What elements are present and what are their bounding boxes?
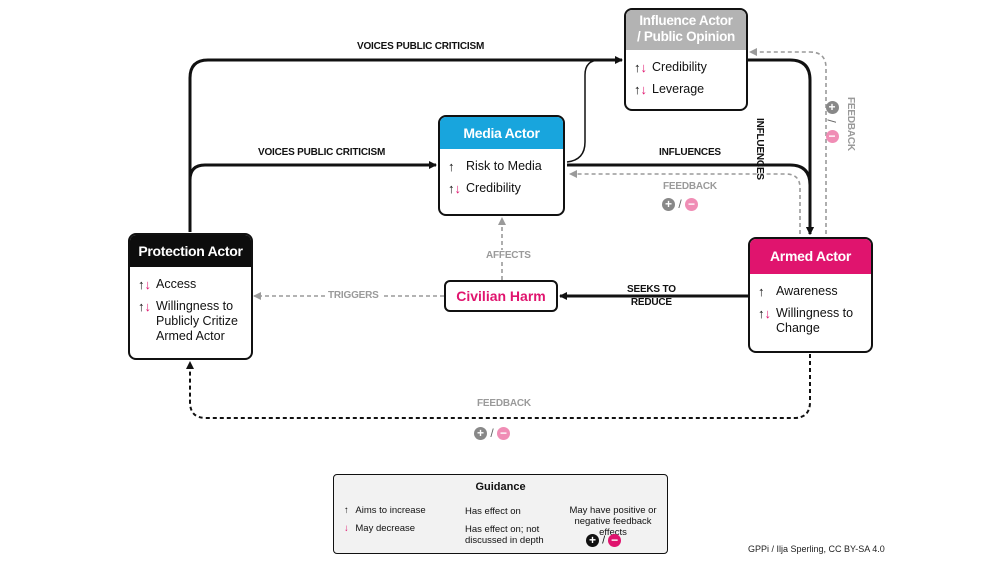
label-seeks-reduce: SEEKS TO REDUCE bbox=[627, 283, 676, 309]
increase-icon: ↑ bbox=[344, 505, 349, 516]
item-label: Credibility bbox=[466, 181, 521, 195]
node-armed-title: Armed Actor bbox=[750, 239, 871, 274]
edge-feedback-right bbox=[749, 48, 827, 234]
increase-icon: ↑ bbox=[448, 159, 455, 174]
plus-icon: + bbox=[474, 427, 487, 441]
edge-influences-vert bbox=[746, 58, 814, 235]
label-seeks-line2: REDUCE bbox=[630, 297, 672, 308]
increase-decrease-icon: ↑↓ bbox=[634, 82, 647, 97]
minus-icon: − bbox=[497, 427, 511, 441]
minus-icon: − bbox=[825, 129, 839, 143]
slash-separator: / bbox=[825, 119, 839, 123]
item-label: Leverage bbox=[652, 82, 705, 96]
plus-icon: + bbox=[586, 534, 599, 547]
node-harm-title: Civilian Harm bbox=[456, 288, 546, 304]
edge-feedback-mid bbox=[569, 170, 801, 234]
minus-icon: − bbox=[608, 534, 622, 547]
node-media-actor: Media Actor ↑ Risk to Media ↑↓ Credibility bbox=[438, 115, 565, 216]
credit-text: GPPi / Ilja Sperling, CC BY-SA 4.0 bbox=[748, 544, 885, 554]
legend-title: Guidance bbox=[475, 481, 526, 493]
increase-icon: ↑ bbox=[758, 284, 765, 299]
legend-has-effect: Has effect on bbox=[465, 506, 521, 517]
legend-decrease-label: May decrease bbox=[355, 523, 416, 534]
feedback-bottom-icons: + / − bbox=[474, 426, 511, 441]
node-civilian-harm: Civilian Harm bbox=[444, 280, 558, 312]
list-item: ↑↓ Willingness to Publicly Critize Armed … bbox=[138, 299, 243, 344]
node-protection-items: ↑↓ Access ↑↓ Willingness to Publicly Criti… bbox=[130, 267, 251, 357]
node-armed-actor: Armed Actor ↑ Awareness ↑↓ Willingness to … bbox=[748, 237, 873, 353]
legend-feedback-note: May have positive or negative feedback e… bbox=[569, 505, 657, 538]
minus-icon: − bbox=[685, 198, 699, 212]
increase-decrease-icon: ↑↓ bbox=[448, 181, 461, 196]
legend-feedback-icons: + / − bbox=[586, 534, 622, 547]
feedback-right-icons: + / − bbox=[824, 100, 840, 143]
edge-media-influence bbox=[566, 59, 622, 163]
node-influence-actor: Influence Actor / Public Opinion ↑↓ Credi… bbox=[624, 8, 748, 111]
label-affects: AFFECTS bbox=[484, 250, 533, 261]
label-influences-vert: INFLUENCES bbox=[754, 118, 765, 180]
slash-separator: / bbox=[602, 534, 609, 547]
item-label: Willingness to Change bbox=[776, 306, 854, 335]
increase-decrease-icon: ↑↓ bbox=[758, 306, 771, 321]
item-label: Risk to Media bbox=[466, 159, 542, 173]
label-triggers: TRIGGERS bbox=[325, 290, 382, 301]
list-item: ↑↓ Willingness to Change bbox=[758, 306, 863, 336]
node-protection-title: Protection Actor bbox=[130, 235, 251, 267]
list-item: ↑↓ Access bbox=[138, 277, 243, 292]
node-armed-items: ↑ Awareness ↑↓ Willingness to Change bbox=[750, 274, 871, 349]
node-protection-actor: Protection Actor ↑↓ Access ↑↓ Willingness … bbox=[128, 233, 253, 360]
item-label: Access bbox=[156, 277, 197, 291]
node-media-title: Media Actor bbox=[440, 117, 563, 149]
feedback-mid-icons: + / − bbox=[662, 197, 699, 212]
plus-icon: + bbox=[662, 198, 675, 212]
label-influences-mid: INFLUENCES bbox=[659, 147, 721, 158]
list-item: ↑↓ Leverage bbox=[634, 82, 738, 97]
node-influence-items: ↑↓ Credibility ↑↓ Leverage bbox=[626, 50, 746, 109]
legend-aims: ↑ Aims to increase bbox=[344, 505, 426, 516]
edge-feedback-bottom bbox=[186, 354, 811, 419]
slash-separator: / bbox=[490, 426, 498, 440]
item-label: Awareness bbox=[776, 284, 838, 298]
legend-guidance: Guidance ↑ Aims to increase ↓ May decrea… bbox=[333, 474, 668, 554]
list-item: ↑ Risk to Media bbox=[448, 159, 555, 174]
increase-decrease-icon: ↑↓ bbox=[138, 277, 151, 292]
item-label: Willingness to Publicly Critize Armed Ac… bbox=[156, 299, 238, 343]
label-seeks-line1: SEEKS TO bbox=[627, 284, 676, 295]
node-influence-title: Influence Actor / Public Opinion bbox=[626, 10, 746, 50]
node-media-items: ↑ Risk to Media ↑↓ Credibility bbox=[440, 149, 563, 209]
label-voices-top: VOICES PUBLIC CRITICISM bbox=[357, 41, 485, 52]
label-feedback-bottom: FEEDBACK bbox=[477, 398, 531, 409]
list-item: ↑↓ Credibility bbox=[448, 181, 555, 196]
label-feedback-mid: FEEDBACK bbox=[663, 181, 717, 192]
plus-icon: + bbox=[825, 101, 839, 115]
legend-has-effect-dashed: Has effect on; not discussed in depth bbox=[465, 524, 544, 546]
legend-aims-label: Aims to increase bbox=[355, 505, 426, 516]
edge-voices-mid bbox=[188, 161, 437, 200]
slash-separator: / bbox=[678, 197, 686, 211]
label-voices-mid: VOICES PUBLIC CRITICISM bbox=[258, 147, 386, 158]
item-label: Credibility bbox=[652, 60, 707, 74]
label-feedback-right: FEEDBACK bbox=[845, 97, 856, 151]
list-item: ↑↓ Credibility bbox=[634, 60, 738, 75]
increase-decrease-icon: ↑↓ bbox=[634, 60, 647, 75]
decrease-icon: ↓ bbox=[344, 523, 349, 534]
legend-decrease: ↓ May decrease bbox=[344, 523, 415, 534]
list-item: ↑ Awareness bbox=[758, 284, 863, 299]
increase-decrease-icon: ↑↓ bbox=[138, 299, 151, 314]
